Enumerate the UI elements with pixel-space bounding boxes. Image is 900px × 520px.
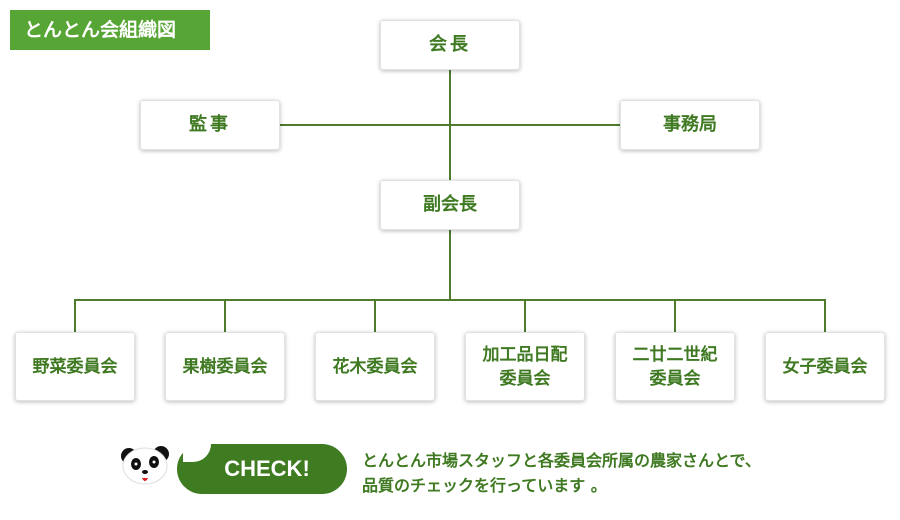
auditor-box: 監事	[140, 100, 280, 150]
committee-label: 加工品日配 委員会	[482, 344, 568, 389]
committee-box-flower-tree: 花木委員会	[315, 332, 435, 401]
committee-label: 女子委員会	[782, 356, 868, 377]
office-box: 事務局	[620, 100, 760, 150]
check-message: とんとん市場スタッフと各委員会所属の農家さんとで、 品質のチェックを行っています…	[362, 451, 761, 495]
office-label: 事務局	[663, 114, 717, 135]
panda-icon	[121, 446, 169, 485]
auditor-label: 監事	[189, 114, 231, 135]
vice-chair-box: 副会長	[380, 180, 520, 230]
committee-box-processed-goods: 加工品日配 委員会	[465, 332, 585, 401]
chair-box: 会長	[380, 20, 520, 70]
committee-label: 花木委員会	[332, 356, 418, 377]
check-badge-notch	[183, 440, 211, 462]
committee-box-nijisseiki: 二廿二世紀 委員会	[615, 332, 735, 401]
page-title: とんとん会組織図	[10, 10, 210, 50]
committee-box-fruit: 果樹委員会	[165, 332, 285, 401]
committee-label: 二廿二世紀 委員会	[632, 344, 718, 389]
committee-box-women: 女子委員会	[765, 332, 885, 401]
committee-box-vegetable: 野菜委員会	[15, 332, 135, 401]
chair-label: 会長	[429, 34, 471, 55]
vice-chair-label: 副会長	[423, 194, 477, 215]
committee-label: 果樹委員会	[182, 356, 268, 377]
committee-label: 野菜委員会	[32, 356, 118, 377]
